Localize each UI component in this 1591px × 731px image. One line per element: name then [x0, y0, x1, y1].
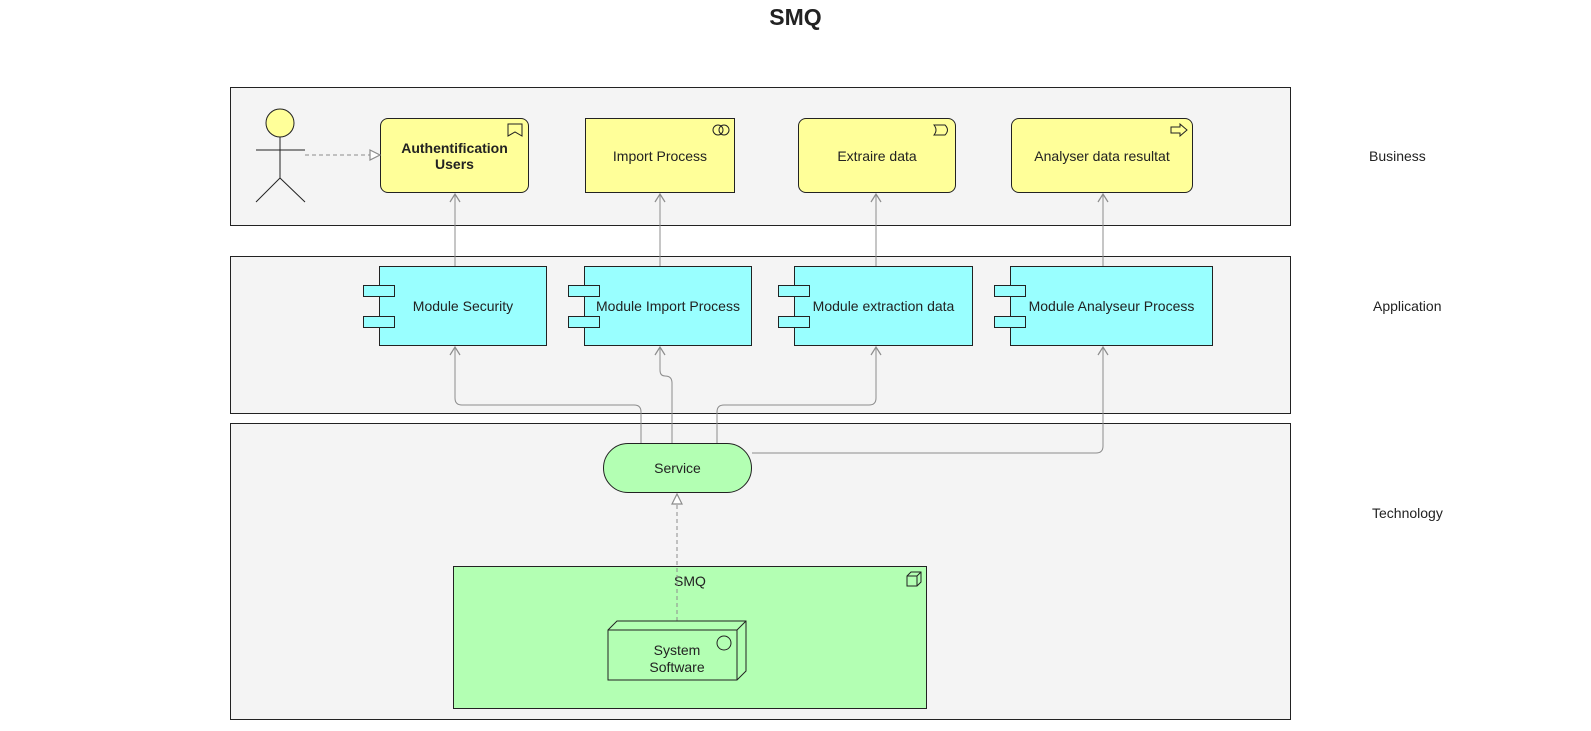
- service-label: Service: [654, 460, 701, 476]
- component-icon: [568, 316, 600, 328]
- diagram-title: SMQ: [769, 4, 822, 30]
- business-process-analyser-data-resultat[interactable]: Analyser data resultat: [1011, 118, 1193, 193]
- component-module-analyseur-process[interactable]: Module Analyseur Process: [994, 266, 1213, 346]
- business-layer-label: Business: [1369, 148, 1426, 164]
- system-software-label: System Software: [649, 642, 705, 675]
- business-event-extraire-data[interactable]: Extraire data: [798, 118, 956, 193]
- business-event-icon: [933, 124, 948, 136]
- business-process-label: Analyser data resultat: [1034, 147, 1170, 164]
- business-event-label: Extraire data: [837, 147, 917, 164]
- component-module-import-process[interactable]: Module Import Process: [568, 266, 752, 346]
- component-module-security[interactable]: Module Security: [363, 266, 547, 346]
- component-icon: [363, 285, 395, 297]
- component-module-extraction-data[interactable]: Module extraction data: [778, 266, 973, 346]
- smq-node-label: SMQ: [674, 573, 706, 589]
- component-icon: [568, 285, 600, 297]
- business-process-icon: [1170, 123, 1188, 137]
- business-role-label: Authentification Users: [401, 139, 508, 172]
- business-collaboration-label: Import Process: [612, 147, 708, 164]
- component-label: Module Security: [412, 298, 514, 314]
- business-collaboration-import-process[interactable]: Import Process: [585, 118, 735, 193]
- component-icon: [778, 316, 810, 328]
- component-label: Module Analyseur Process: [1028, 298, 1195, 314]
- technology-layer-label: Technology: [1372, 505, 1443, 521]
- business-role-authentification-users[interactable]: Authentification Users: [380, 118, 529, 193]
- component-icon: [994, 316, 1026, 328]
- component-label: Module extraction data: [812, 298, 955, 314]
- component-icon: [778, 285, 810, 297]
- component-icon: [994, 285, 1026, 297]
- component-icon: [363, 316, 395, 328]
- business-role-icon: [507, 123, 523, 137]
- business-collaboration-icon: [712, 124, 730, 136]
- node-icon: [906, 571, 922, 587]
- component-label: Module Import Process: [596, 298, 740, 314]
- smq-node[interactable]: SMQ: [453, 566, 927, 709]
- technology-service[interactable]: Service: [603, 443, 752, 493]
- application-layer-label: Application: [1373, 298, 1442, 314]
